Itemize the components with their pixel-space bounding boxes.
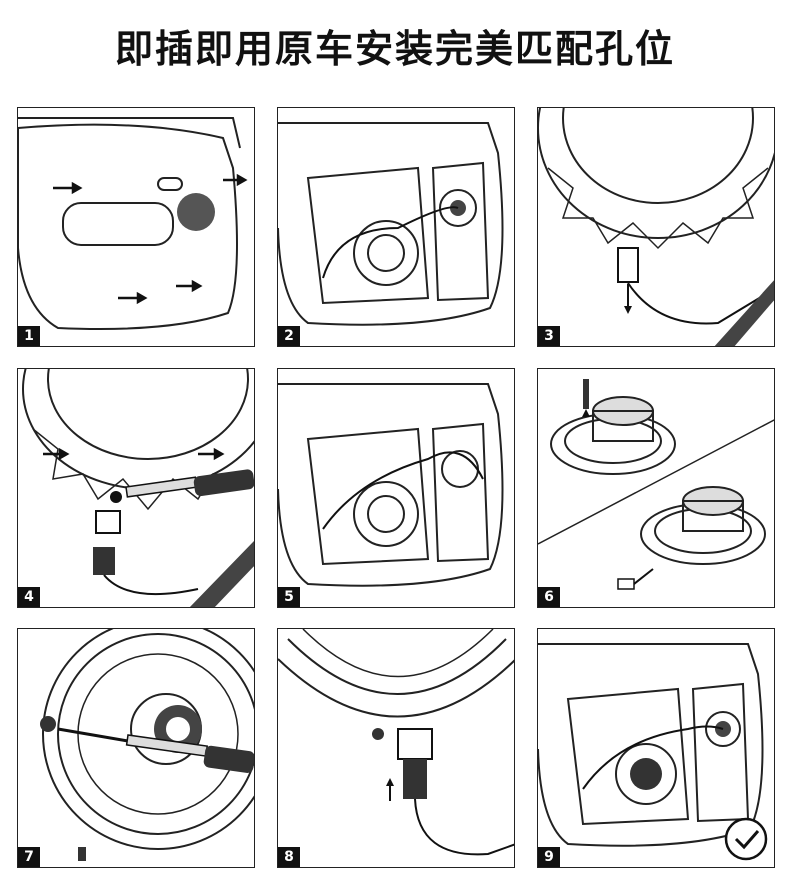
step-number: 7 <box>18 847 40 867</box>
step-panel-9: 9 <box>537 628 775 868</box>
step-number: 2 <box>278 326 300 346</box>
step-panel-1: 1 <box>17 107 255 347</box>
speaker-screw-illustration <box>40 629 254 861</box>
step-panel-5: 5 <box>277 368 515 608</box>
step-panel-6: 6 <box>537 368 775 608</box>
checkmark-icon <box>724 817 768 861</box>
door-panel-illustration <box>18 117 248 330</box>
step-panel-7: 7 <box>17 628 255 868</box>
connector-plug-illustration <box>278 629 514 856</box>
instruction-grid: 1 2 3 <box>17 107 775 869</box>
step-number: 8 <box>278 847 300 867</box>
screwdriver-illustration <box>22 369 254 607</box>
step-number: 5 <box>278 587 300 607</box>
step-number: 4 <box>18 587 40 607</box>
step-panel-3: 3 <box>537 107 775 347</box>
speaker-connector-illustration <box>538 108 774 346</box>
page-title: 即插即用原车安装完美匹配孔位 <box>114 27 675 71</box>
step-panel-8: 8 <box>277 628 515 868</box>
step-number: 6 <box>538 587 560 607</box>
step-panel-4: 4 <box>17 368 255 608</box>
door-wiring-illustration <box>278 383 504 587</box>
door-opened-illustration <box>278 122 504 326</box>
step-number: 3 <box>538 326 560 346</box>
step-number: 9 <box>538 847 560 867</box>
step-panel-2: 2 <box>277 107 515 347</box>
step-number: 1 <box>18 326 40 346</box>
speaker-assembly-illustration <box>538 379 774 590</box>
completed-install-illustration <box>538 643 768 861</box>
